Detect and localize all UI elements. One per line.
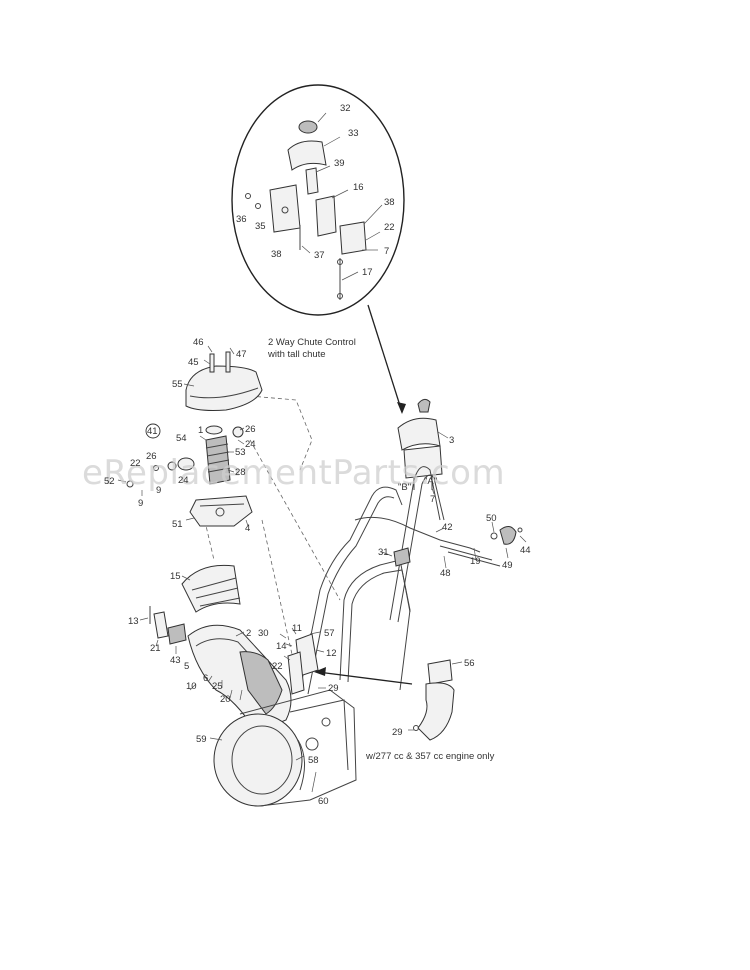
part-number: 21 — [150, 643, 161, 654]
part-number: 49 — [502, 560, 513, 571]
part-number: 5 — [184, 661, 189, 672]
engine-note-caption: w/277 cc & 357 cc engine only — [365, 751, 495, 762]
part-number: 55 — [172, 379, 183, 390]
part-number: 19 — [470, 556, 481, 567]
chute-control-assembly — [397, 398, 449, 495]
part-number: 51 — [172, 519, 183, 530]
part-number: 17 — [362, 267, 373, 278]
part-number: 56 — [464, 658, 475, 669]
part-number: 1 — [198, 425, 203, 436]
part-number: 36 — [236, 214, 247, 225]
part-number: 54 — [176, 433, 187, 444]
chute-bracket — [185, 495, 253, 527]
part-number: 35 — [255, 221, 266, 232]
part-number: 39 — [334, 158, 345, 169]
chute-control-subcaption: with tall chute — [267, 349, 326, 360]
part-number: 58 — [308, 755, 319, 766]
part-number: 28 — [235, 467, 246, 478]
part-number: 24 — [178, 475, 189, 486]
part-number: 42 — [442, 522, 453, 533]
part-number: 22 — [384, 222, 395, 233]
part-number: 33 — [348, 128, 359, 139]
discharge-chute — [187, 624, 292, 733]
part-number: 41 — [147, 426, 158, 437]
part-number: 53 — [235, 447, 246, 458]
part-number-labels: 32 33 39 16 38 22 7 36 35 38 37 17 46 47… — [104, 103, 531, 807]
part-number: 60 — [318, 796, 329, 807]
part-number: 32 — [340, 103, 351, 114]
chute-cap — [183, 345, 263, 411]
handle-frame — [299, 466, 527, 695]
part-number: 16 — [353, 182, 364, 193]
part-number: 7 — [430, 494, 435, 505]
engine-bracket-56 — [314, 659, 463, 741]
chute-deflector — [181, 564, 241, 613]
part-number: 6 — [203, 673, 208, 684]
chute-control-caption: 2 Way Chute Control — [268, 337, 356, 348]
part-number: 25 — [212, 681, 223, 692]
part-number: 9 — [156, 485, 161, 496]
part-number: 20 — [220, 694, 231, 705]
part-number: 7 — [384, 246, 389, 257]
part-number: 2 — [246, 628, 251, 639]
inset-callout-arrow — [367, 304, 406, 414]
marker-b: "B" — [398, 482, 411, 493]
part-number: 50 — [486, 513, 497, 524]
part-number: 26 — [245, 424, 256, 435]
part-number: 59 — [196, 734, 207, 745]
part-number: 30 — [258, 628, 269, 639]
marker-a: "A" — [424, 476, 437, 487]
part-number: 46 — [193, 337, 204, 348]
part-number: 44 — [520, 545, 531, 556]
part-number: 14 — [276, 641, 287, 652]
part-number: 11 — [292, 623, 302, 634]
gear-assembly — [117, 425, 245, 496]
watermark-text: eReplacementParts.com — [82, 453, 505, 493]
part-number: 38 — [384, 197, 395, 208]
part-number: 4 — [245, 523, 250, 534]
part-number: 22 — [272, 661, 283, 672]
part-number: 29 — [392, 727, 403, 738]
chute-control-inset — [231, 84, 405, 316]
part-number: 15 — [170, 571, 181, 582]
part-number: 37 — [314, 250, 325, 261]
part-number: 13 — [128, 616, 139, 627]
part-number: 45 — [188, 357, 199, 368]
part-number: 38 — [271, 249, 282, 260]
part-number: 47 — [236, 349, 247, 360]
part-number: 10 — [186, 681, 197, 692]
part-number: 57 — [324, 628, 335, 639]
part-number: 52 — [104, 476, 115, 487]
part-number: 24 — [245, 439, 256, 450]
part-number: 22 — [130, 458, 141, 469]
part-number: 26 — [146, 451, 157, 462]
part-number: 43 — [170, 655, 181, 666]
part-number: 3 — [449, 435, 454, 446]
part-number: 12 — [326, 648, 337, 659]
crank-bracket — [139, 606, 187, 654]
part-number: 29 — [328, 683, 339, 694]
part-number: 31 — [378, 547, 389, 558]
part-number: 48 — [440, 568, 451, 579]
part-number: 9 — [138, 498, 143, 509]
auger-housing — [209, 627, 357, 807]
